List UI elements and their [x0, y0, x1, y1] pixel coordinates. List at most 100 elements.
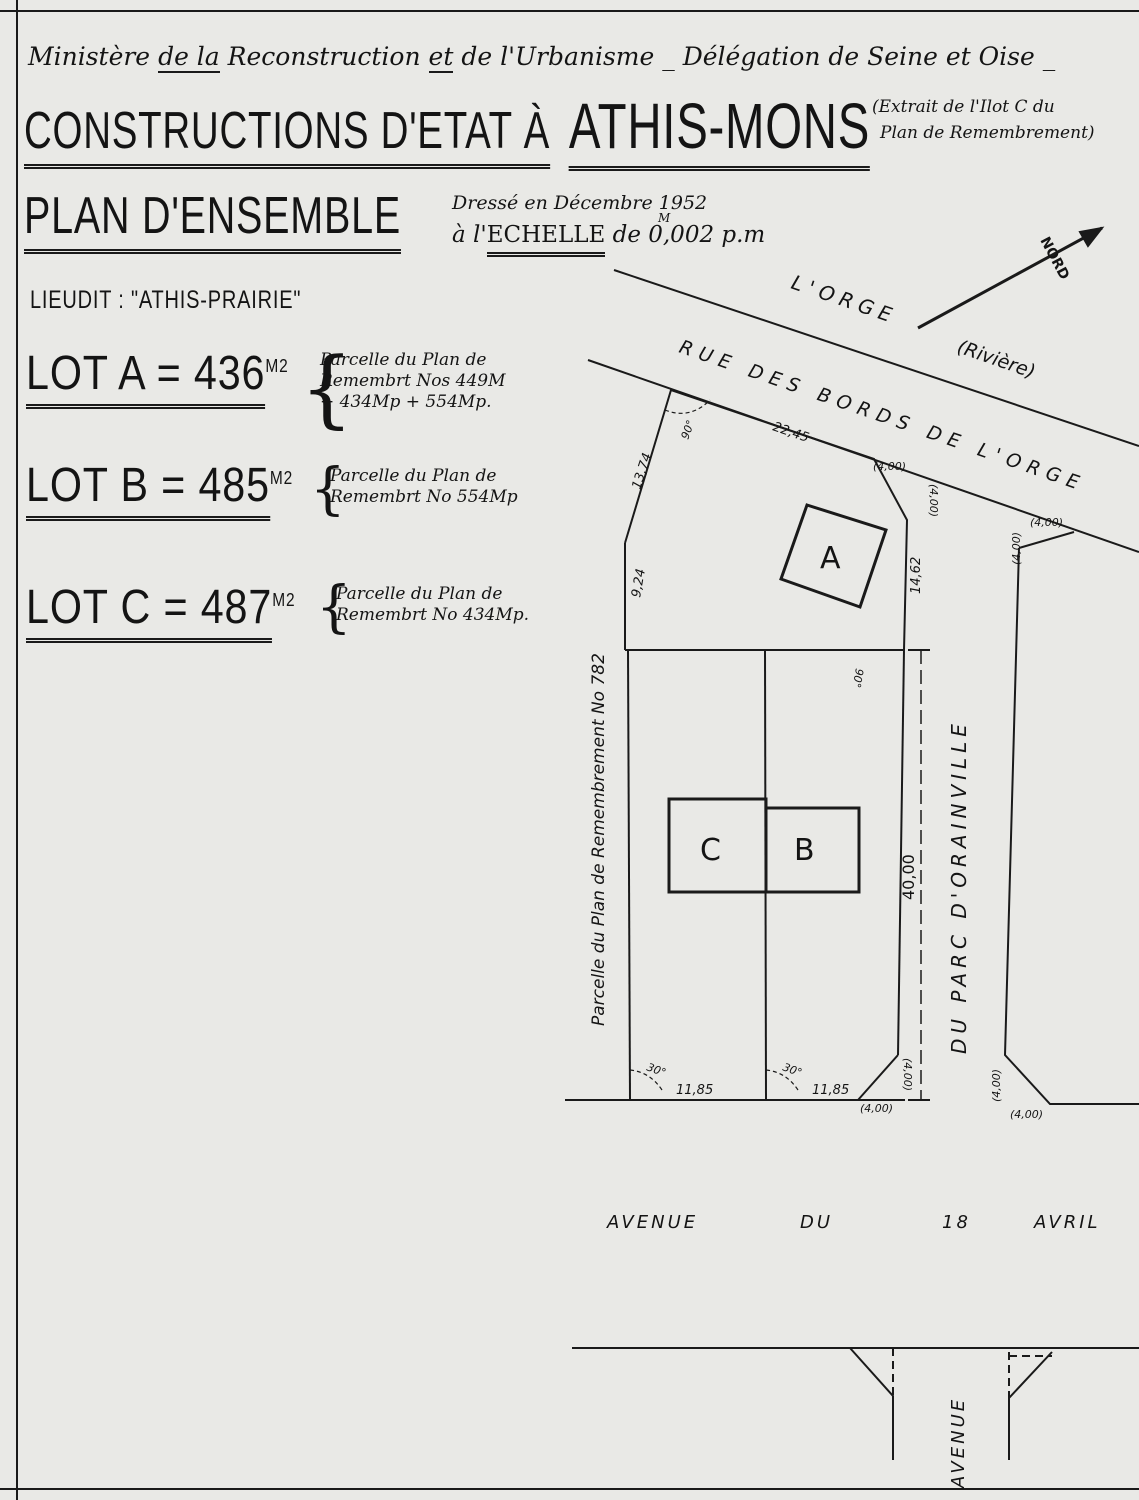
lot-b-note-1: Parcelle du Plan de: [330, 466, 497, 486]
street-lower-label: AVENUE: [948, 1397, 969, 1489]
subtitle-text: PLAN D'ENSEMBLE: [24, 187, 401, 254]
angle-90-mid: 90°: [850, 667, 866, 688]
dim-11-85-mid: 11,85: [812, 1083, 849, 1098]
main-title: CONSTRUCTIONS D'ETAT À ATHIS-MONS: [24, 90, 871, 171]
river-label: L'ORGE: [788, 270, 900, 329]
lower-corner-left: [849, 1347, 894, 1460]
lot-a-area: 436: [193, 347, 266, 400]
left-parcel-note: Parcelle du Plan de Remembrement No 782: [589, 653, 609, 1026]
lot-a-note-3: + 434Mp + 554Mp.: [320, 392, 492, 412]
lot-c-label: LOT C: [26, 581, 152, 634]
lot-c-note: Parcelle du Plan de Remembrt No 434Mp.: [336, 584, 529, 626]
street-bottom-word-1: AVENUE: [606, 1212, 698, 1233]
scale-sup: M: [658, 211, 671, 225]
subtitle: PLAN D'ENSEMBLE: [24, 187, 401, 254]
building-b-label: B: [794, 833, 815, 868]
dim-13-74: 13,74: [630, 451, 656, 491]
lot-b-heading: LOT B = 485M2: [26, 459, 294, 521]
lot-b-label: LOT B: [26, 459, 149, 512]
river-bank-line: [613, 269, 1139, 447]
lot-a-eq: =: [144, 347, 194, 400]
building-c-label: C: [700, 833, 721, 868]
street-right-label: DU PARC D'ORAINVILLE: [947, 719, 971, 1054]
lot-a-note-1: Parcelle du Plan de: [320, 350, 487, 370]
lot-c-label-area: LOT C = 487: [26, 581, 273, 643]
dim-9-24: 9,24: [629, 568, 649, 599]
frame-top: [0, 10, 1139, 12]
lower-corner-right: [1008, 1351, 1053, 1460]
ministry-delegation: _ Délégation de Seine et Oise _: [662, 42, 1056, 71]
frame-left: [16, 0, 18, 1500]
lot-b-note: Parcelle du Plan de Remembrt No 554Mp: [330, 466, 518, 508]
lieudit: LIEUDIT : "ATHIS-PRAIRIE": [30, 286, 302, 314]
angle-arc-top: [664, 399, 711, 414]
right-block-top: [1018, 531, 1075, 549]
street-bottom-word-4: AVRIL: [1033, 1212, 1101, 1233]
lot-c-brace: {: [316, 575, 352, 640]
dim-11-85-left: 11,85: [676, 1083, 713, 1098]
north-arrow-shaft: [917, 226, 1103, 330]
lot-b-area: 485: [198, 459, 270, 512]
lot-b-eq: =: [148, 459, 199, 512]
dim-4-00-top: (4,00): [873, 460, 906, 473]
angle-arc-bottom-mid: [765, 1069, 799, 1091]
dim-4-00-bottom-side: (4,00): [901, 1058, 914, 1091]
building-a-label: A: [820, 541, 841, 576]
lot-a-label-area: LOT A = 436: [26, 347, 266, 409]
lot-b-label-area: LOT B = 485: [26, 459, 270, 521]
scale-prefix: à l': [452, 222, 487, 248]
right-block-side: [1003, 547, 1139, 1105]
lot-c-unit: M2: [272, 590, 296, 610]
lots-left-side: [627, 649, 631, 1101]
dim-4-00-block-top: (4,00): [1030, 516, 1063, 529]
extract-note: (Extrait de l'Ilot C du Plan de Remembre…: [872, 94, 1095, 146]
building-a: [779, 503, 888, 609]
scale-line: à l'ECHELLE de 0,002 p.m M: [452, 212, 766, 257]
ministry-et: et: [428, 42, 454, 73]
dim-40-00: 40,00: [899, 854, 918, 900]
angle-30-mid: 30°: [781, 1061, 804, 1080]
lot-c-note-1: Parcelle du Plan de: [336, 584, 503, 604]
lot-a-heading: LOT A = 436M2: [26, 347, 289, 409]
lot-a-label: LOT A: [26, 347, 145, 400]
dim-14-62: 14,62: [909, 557, 924, 594]
ministry-line: Ministère de la Reconstruction et de l'U…: [28, 42, 1056, 73]
ministry-reconstruction: Reconstruction: [227, 42, 421, 71]
angle-30-left: 30°: [645, 1061, 668, 1080]
dim-4-00-bottom: (4,00): [860, 1102, 893, 1115]
dim-4-00-block-side: (4,00): [1010, 532, 1023, 565]
title-prefix: CONSTRUCTIONS D'ETAT À: [24, 102, 551, 169]
angle-arc-bottom-left: [629, 1069, 663, 1091]
lot-b-note-2: Remembrt No 554Mp: [330, 487, 518, 507]
frame-bottom: [0, 1488, 1139, 1490]
lots-right-side: [897, 649, 905, 1056]
extract-note-line-2: Plan de Remembrement): [880, 123, 1095, 143]
ministry-word: Ministère: [28, 42, 151, 71]
scale-value: de 0,002 p.m: [612, 222, 766, 248]
ministry-urbanisme: de l'Urbanisme: [461, 42, 655, 71]
lot-a-unit: M2: [265, 356, 289, 376]
lot-a-note-2: Remembrt Nos 449M: [320, 371, 506, 391]
north-label: NORD: [1036, 234, 1072, 282]
lot-c-note-2: Remembrt No 434Mp.: [336, 605, 530, 625]
lot-a-brace: {: [300, 339, 354, 437]
dim-22-45: 22,45: [771, 420, 811, 446]
lot-b-unit: M2: [269, 468, 294, 488]
angle-90-top: 90°: [679, 418, 698, 441]
lot-a-boundary: [624, 388, 909, 651]
scale-word: ECHELLE: [486, 222, 606, 257]
dim-4-00-block-bottom-side: (4,00): [990, 1069, 1003, 1102]
lot-c-area: 487: [200, 581, 273, 634]
lot-c-eq: =: [151, 581, 201, 634]
building-b: [764, 806, 861, 894]
drawn-date: Dressé en Décembre 1952: [452, 192, 708, 214]
river-note: (Rivière): [954, 336, 1038, 383]
dim-4-00-block-bottom: (4,00): [1010, 1108, 1043, 1121]
dim-4-00-top-right: (4,00): [927, 484, 940, 517]
street-bottom-word-3: 18: [942, 1212, 971, 1233]
street-bottom-word-2: DU: [800, 1212, 833, 1233]
lot-c-heading: LOT C = 487M2: [26, 581, 296, 643]
lot-b-brace: {: [310, 457, 346, 522]
lot-a-note: Parcelle du Plan de Remembrt Nos 449M + …: [320, 350, 506, 413]
